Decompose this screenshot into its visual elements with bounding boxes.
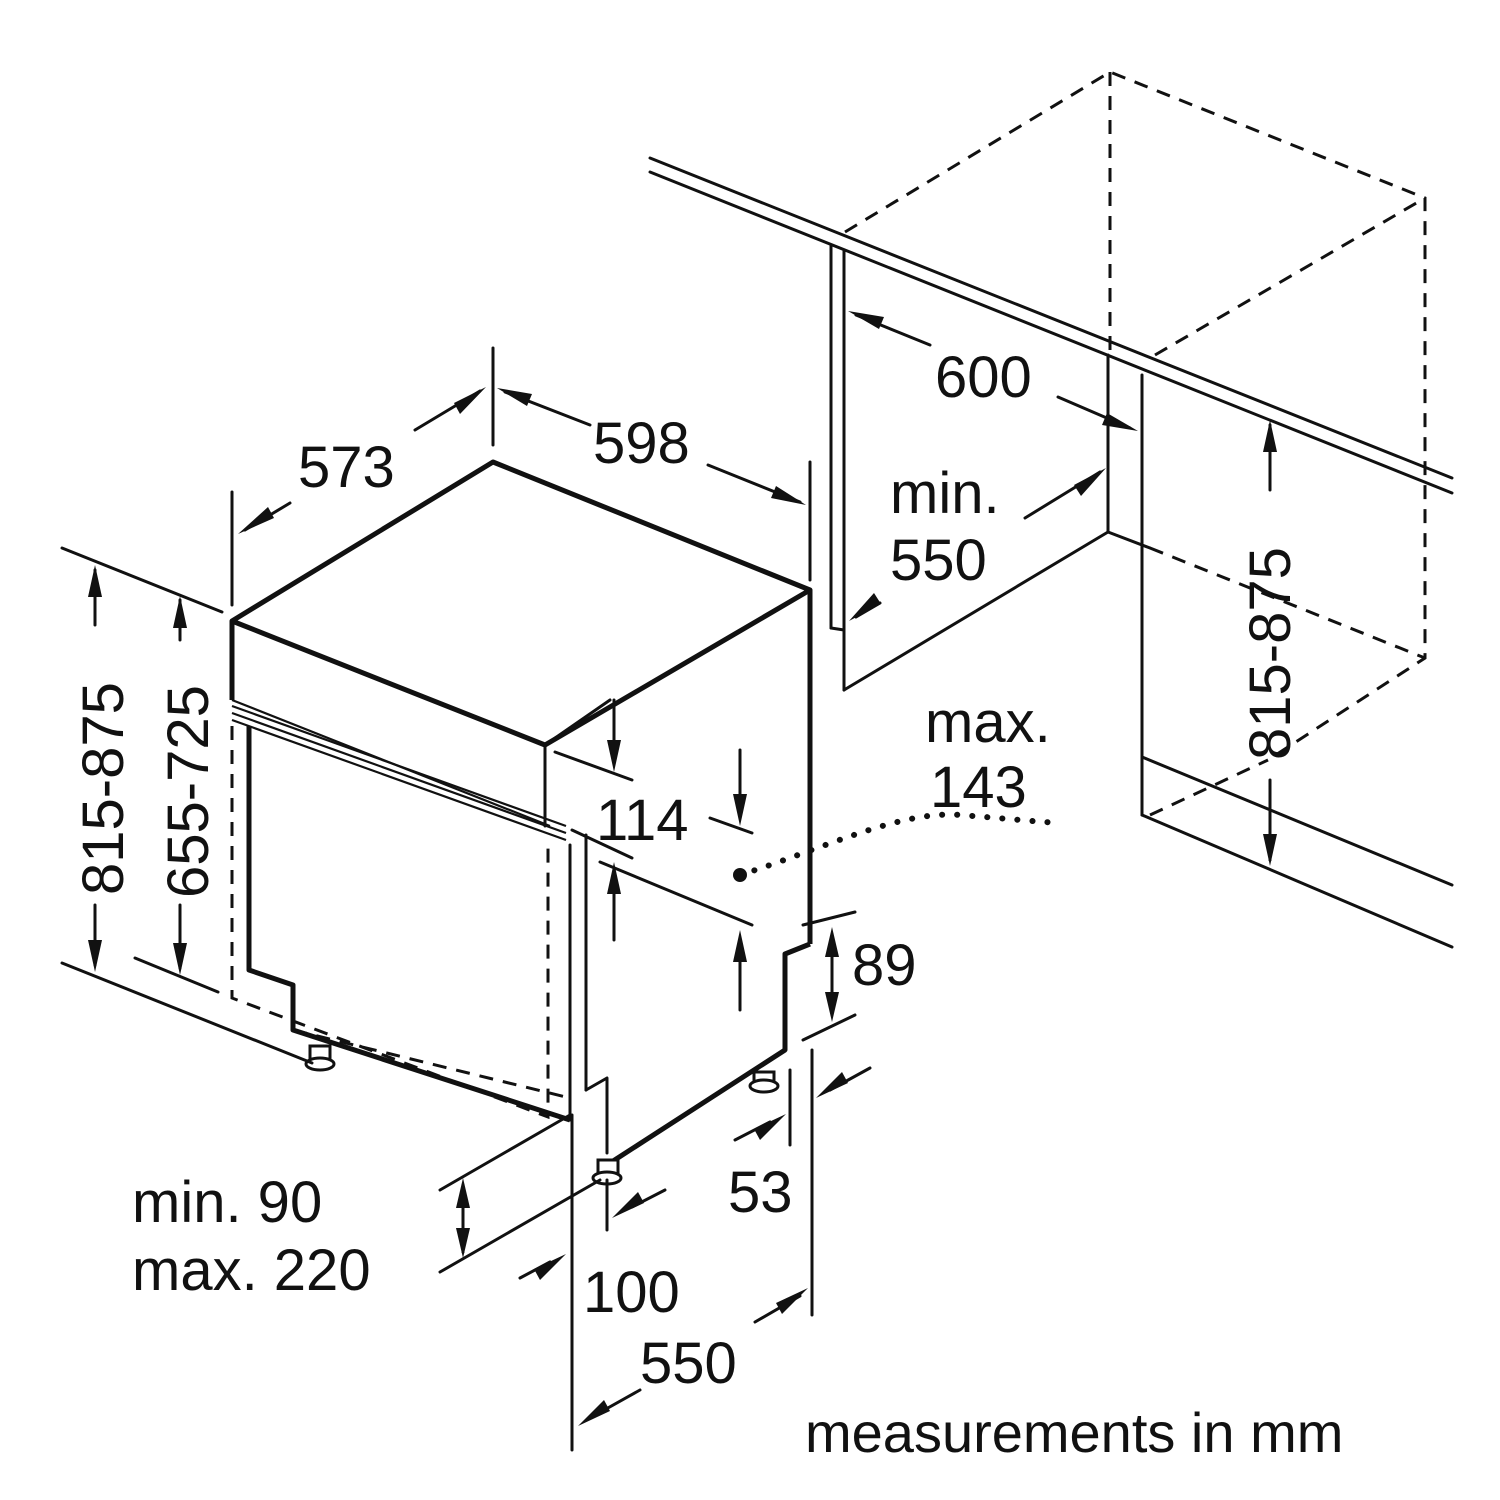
panel-stripe-2 (231, 711, 567, 835)
panel-stripe-3 (231, 718, 567, 842)
label-550: 550 (640, 1331, 737, 1396)
units-note: measurements in mm (805, 1401, 1343, 1464)
dishwasher-top (229, 459, 813, 748)
panel-bottom (231, 698, 551, 828)
arrow-niche-bottom (1263, 834, 1277, 866)
arrow-655-top (173, 596, 187, 628)
arrow-573-right (454, 387, 486, 414)
arrow-min550-bottom (849, 593, 881, 621)
ext-plinth-top (438, 1113, 572, 1192)
label-89: 89 (852, 933, 917, 998)
label-min: min. (890, 461, 1000, 526)
arrow-550-right (776, 1288, 808, 1314)
label-niche-815-875: 815-875 (1238, 547, 1303, 760)
ext-left-floor-2 (133, 956, 220, 994)
dashed-cabinet-top (844, 70, 1427, 762)
dashed-cabinet-floor (1149, 546, 1426, 660)
label-815-875: 815-875 (71, 682, 136, 895)
arrow-114-bottom (607, 862, 621, 894)
arrow-100-left (534, 1254, 566, 1280)
arrow-655-bottom (173, 943, 187, 975)
label-min-90: min. 90 (132, 1170, 322, 1235)
dashed-cabinet-rear-top (1154, 196, 1426, 357)
hose-dotted-line (737, 811, 1063, 878)
dishwasher (229, 459, 813, 1186)
dimension-lines (60, 311, 1277, 1452)
arrow-114-c (733, 794, 747, 826)
arrow-plinth-top (456, 1178, 470, 1208)
label-min-550: 550 (890, 528, 987, 593)
ext-left-top (60, 546, 224, 614)
dim-114-leader (708, 816, 754, 835)
door-dashed-panel (230, 726, 550, 1120)
niche-floor-stub (1106, 530, 1152, 550)
plinth-step (608, 941, 811, 1166)
arrow-53-right (816, 1072, 848, 1098)
ext-114-top (553, 750, 634, 782)
label-max-220: max. 220 (132, 1238, 371, 1303)
label-143: 143 (930, 755, 1027, 820)
label-600: 600 (935, 345, 1032, 410)
ext-89-bottom (801, 1013, 857, 1042)
arrow-815-bottom (88, 940, 102, 972)
ext-114-lower (598, 860, 754, 927)
arrow-niche-top (1263, 420, 1277, 452)
door-outline (246, 726, 571, 1123)
arrow-plinth-bottom (456, 1228, 470, 1258)
label-114: 114 (596, 788, 688, 853)
foot-front-left (304, 1044, 336, 1072)
worktop-top-edge (648, 156, 1454, 480)
arrow-114-top (607, 740, 621, 772)
arrow-53-left (754, 1114, 786, 1140)
ext-114-bottom (570, 828, 634, 860)
arrow-89-bottom (825, 992, 839, 1022)
label-573: 573 (298, 435, 395, 500)
right-cabinet-bottom (1140, 813, 1454, 949)
label-100: 100 (583, 1260, 680, 1325)
arrow-100-right (612, 1192, 644, 1218)
arrow-573-left (238, 507, 274, 534)
label-598: 598 (593, 411, 690, 476)
foot-rear-right (748, 1070, 780, 1094)
arrow-598-right (771, 486, 806, 505)
arrow-598-left (497, 388, 532, 406)
right-cabinet-plinth (1140, 755, 1454, 887)
hose-start-dot (733, 868, 747, 882)
side-bottom-notch (584, 1076, 609, 1155)
label-max: max. (925, 690, 1051, 755)
arrow-600-right (1102, 413, 1138, 431)
ext-89-top (801, 910, 857, 927)
label-53: 53 (728, 1160, 793, 1225)
arrow-89-top (825, 927, 839, 957)
dashed-cabinet-base (1149, 758, 1269, 817)
left-cabinet-side-bottom (829, 626, 846, 632)
label-655-725: 655-725 (156, 685, 221, 898)
panel-corner (543, 698, 612, 747)
arrow-550-left (578, 1400, 610, 1426)
niche-cabinets (648, 70, 1454, 949)
dimension-labels: 573 598 600 min. 550 815-875 815-875 655… (71, 345, 1343, 1464)
worktop-bottom-edge (648, 170, 1454, 495)
foot-front-right (591, 1158, 623, 1186)
arrow-600-left (848, 311, 884, 329)
arrow-min550-top (1074, 468, 1106, 496)
ext-left-floor (60, 961, 314, 1065)
left-cabinet-floor-line (842, 530, 1110, 692)
arrow-815-top (88, 565, 102, 597)
arrow-114-d (733, 930, 747, 962)
